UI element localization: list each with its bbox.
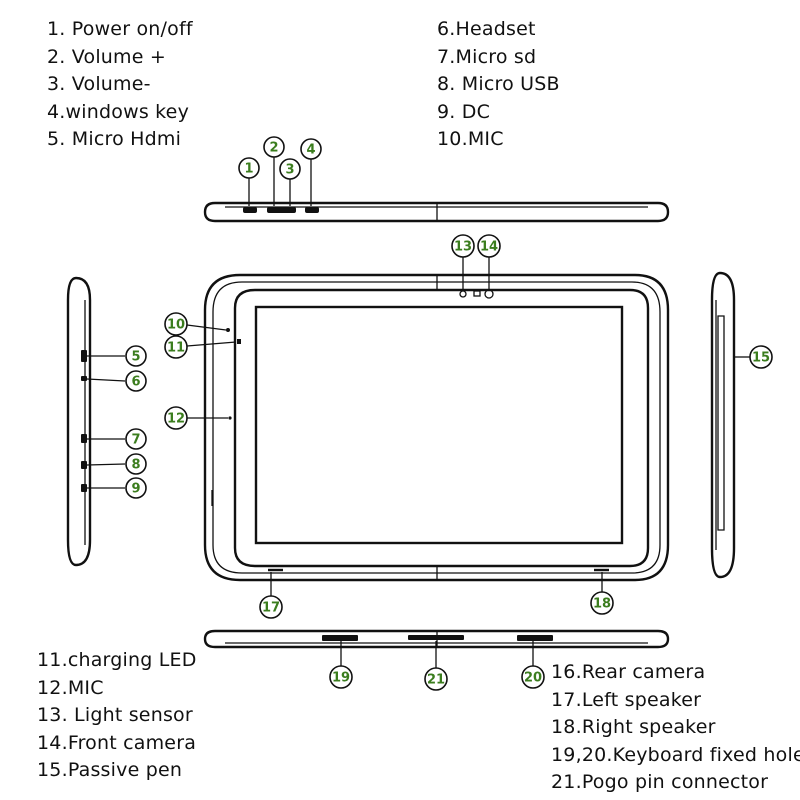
micro-sd-slot [81, 434, 87, 443]
micro-hdmi-port [81, 350, 87, 362]
callout-2: 2 [263, 136, 285, 158]
callout-17: 17 [259, 595, 283, 619]
power-button [243, 207, 257, 213]
pogo-pin-connector [408, 635, 464, 640]
callout-13: 13 [451, 234, 475, 258]
legend-item: 13. Light sensor [37, 704, 193, 726]
screen [254, 305, 624, 545]
callout-7: 7 [125, 428, 147, 450]
svg-text:3: 3 [285, 163, 294, 178]
svg-text:13: 13 [454, 240, 472, 255]
svg-text:8: 8 [131, 458, 140, 473]
windows-key [305, 207, 319, 213]
light-sensor [459, 290, 467, 298]
legend-item: 2. Volume + [47, 45, 166, 68]
legend-item: 1. Power on/off [47, 18, 193, 40]
callout-18: 18 [590, 591, 614, 615]
mic-hole [226, 328, 230, 332]
callout-15: 15 [749, 345, 773, 369]
legend-item: 18.Right speaker [551, 716, 716, 738]
svg-text:6: 6 [131, 375, 140, 390]
dc-port [81, 484, 87, 492]
svg-text:10: 10 [167, 318, 185, 333]
legend-item: 10.MIC [437, 128, 504, 150]
svg-text:9: 9 [131, 482, 140, 497]
headset-port [81, 376, 87, 381]
callout-12: 12 [164, 406, 188, 430]
callout-19: 19 [329, 665, 353, 689]
svg-text:15: 15 [752, 351, 770, 366]
legend-item: 6.Headset [437, 18, 536, 40]
callout-21: 21 [424, 667, 448, 691]
front-view [203, 273, 670, 582]
micro-usb-port [81, 461, 87, 469]
svg-text:4: 4 [306, 143, 315, 158]
callout-3: 3 [279, 158, 301, 180]
legend-item: 12.MIC [37, 676, 104, 699]
top-edge-view [203, 201, 670, 223]
leader-lines [86, 157, 750, 668]
svg-text:1: 1 [244, 162, 253, 177]
charging-led [237, 339, 241, 344]
passive-pen-slot [717, 315, 725, 531]
legend-item: 8. Micro USB [437, 73, 560, 95]
keyboard-fixed-hole-left [322, 635, 358, 641]
callout-8: 8 [125, 453, 147, 475]
svg-text:12: 12 [167, 412, 185, 427]
legend-bottom-left: 11.charging LED 12.MIC 13. Light sensor … [37, 647, 197, 785]
keyboard-fixed-hole-right [517, 635, 553, 641]
legend-item: 16.Rear camera [551, 661, 706, 683]
legend-item: 3. Volume- [47, 73, 151, 95]
callout-14: 14 [477, 234, 501, 258]
callout-5: 5 [125, 345, 147, 367]
legend-top-left: 1. Power on/off 2. Volume + 3. Volume- 4… [47, 16, 193, 154]
callout-11: 11 [164, 335, 188, 359]
legend-bottom-right: 16.Rear camera 17.Left speaker 18.Right … [551, 659, 800, 797]
callouts: 1 2 3 4 5 6 7 8 9 10 11 12 13 14 15 17 1… [125, 136, 773, 691]
legend-item: 5. Micro Hdmi [47, 128, 182, 150]
mic-hole-2 [228, 416, 232, 420]
front-camera [484, 289, 494, 299]
svg-text:18: 18 [593, 597, 611, 612]
svg-text:7: 7 [131, 433, 140, 448]
right-side-view [710, 271, 736, 579]
legend-item: 14.Front camera [37, 731, 197, 754]
legend-item: 21.Pogo pin connector [551, 771, 769, 793]
svg-text:17: 17 [262, 601, 280, 616]
callout-10: 10 [164, 312, 188, 336]
legend-item: 19,20.Keyboard fixed hole [551, 743, 800, 766]
svg-text:2: 2 [269, 141, 278, 156]
svg-text:21: 21 [427, 673, 445, 688]
svg-text:11: 11 [167, 341, 185, 356]
callout-4: 4 [300, 138, 322, 160]
legend-item: 11.charging LED [37, 649, 197, 671]
svg-text:14: 14 [480, 240, 498, 255]
callout-1: 1 [238, 157, 260, 179]
volume-rocker [267, 207, 296, 213]
callout-9: 9 [125, 477, 147, 499]
legend-item: 4.windows key [47, 100, 190, 123]
svg-text:19: 19 [332, 671, 350, 686]
callout-20: 20 [521, 665, 545, 689]
callout-6: 6 [125, 370, 147, 392]
left-side-view [66, 276, 92, 567]
legend-top-right: 6.Headset 7.Micro sd 8. Micro USB 9. DC … [437, 16, 560, 154]
svg-text:20: 20 [524, 671, 542, 686]
legend-item: 15.Passive pen [37, 759, 183, 781]
legend-item: 7.Micro sd [437, 45, 537, 68]
svg-text:5: 5 [131, 350, 140, 365]
legend-item: 17.Left speaker [551, 688, 702, 711]
front-camera-housing [473, 290, 481, 297]
legend-item: 9. DC [437, 100, 491, 123]
